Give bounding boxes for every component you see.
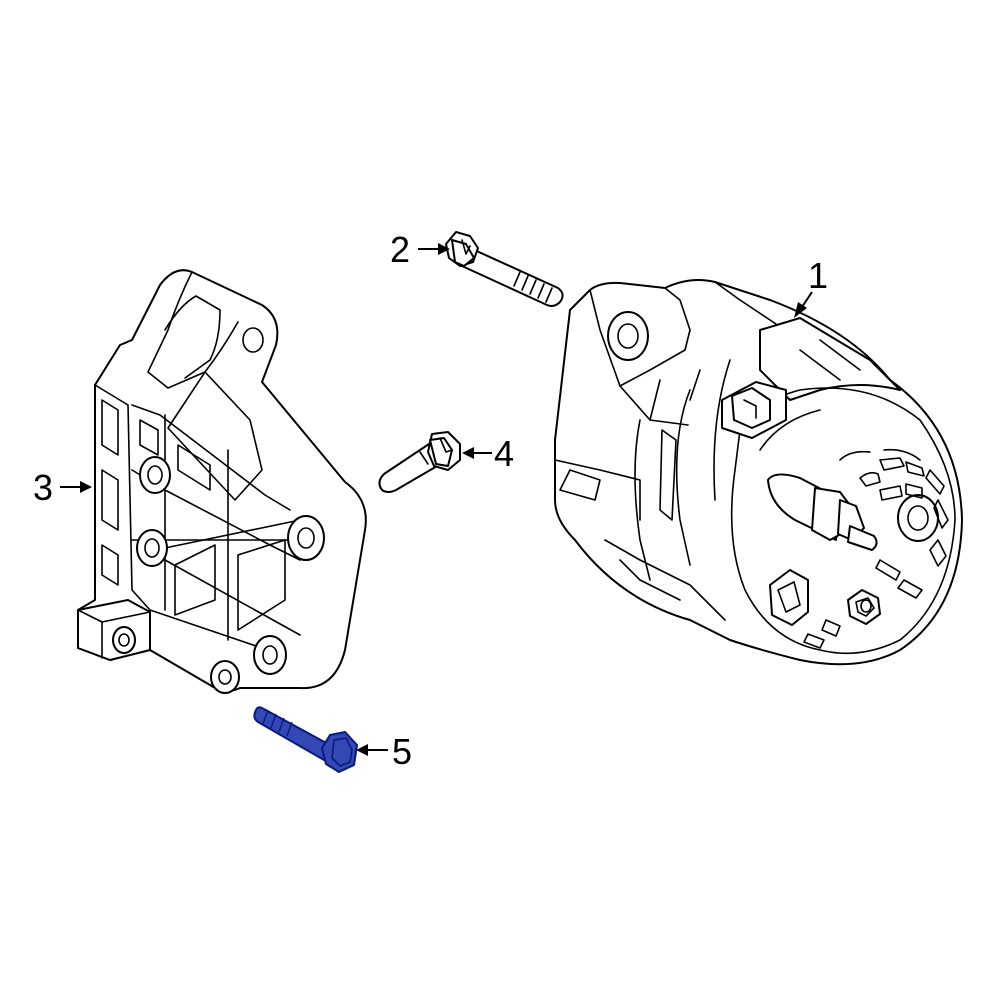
- bolt-part-5[interactable]: [253, 706, 358, 773]
- callout-2: 2: [390, 229, 450, 270]
- callout-number-4: 4: [494, 433, 514, 474]
- bolt-5-head: [331, 737, 353, 767]
- bolt-part-2[interactable]: [445, 231, 564, 307]
- callout-number-5: 5: [392, 731, 412, 772]
- callout-5: 5: [356, 731, 412, 772]
- callout-3: 3: [33, 467, 92, 508]
- callout-number-3: 3: [33, 467, 53, 508]
- mounting-bracket[interactable]: [77, 269, 367, 694]
- callout-number-2: 2: [390, 229, 410, 270]
- callout-4: 4: [462, 433, 514, 474]
- callout-number-1: 1: [808, 255, 828, 296]
- callout-1: 1: [794, 255, 828, 318]
- bolt-part-4[interactable]: [378, 431, 461, 493]
- alternator[interactable]: [554, 279, 963, 666]
- bolt-5-threads: [262, 709, 293, 737]
